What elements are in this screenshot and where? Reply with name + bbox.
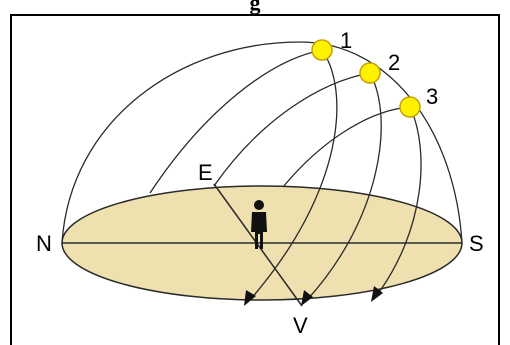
sun-path-2-rise (213, 72, 371, 187)
sun-path-3-rise (282, 106, 411, 188)
arrowhead-icon (371, 286, 383, 302)
page-title: g (249, 0, 261, 15)
sun-path-1-set (249, 49, 338, 301)
north-label: N (36, 231, 52, 256)
sun-label-2: 2 (388, 50, 400, 75)
arrowhead-icon (244, 290, 256, 306)
sun-label-1: 1 (340, 28, 352, 53)
diagram-frame (10, 14, 500, 345)
sun-icon (311, 39, 333, 61)
sky-dome (61, 41, 463, 244)
sun-path-2-set (306, 72, 382, 301)
sun-label-3: 3 (426, 84, 438, 109)
south-label: S (469, 231, 484, 256)
sun-path-3-set (376, 106, 422, 296)
sun-icon (399, 96, 421, 118)
east-label: E (198, 160, 213, 185)
west-label: V (293, 313, 308, 338)
arrowhead-icon (301, 290, 313, 306)
person-icon (251, 200, 267, 249)
sun-path-1-rise (149, 49, 323, 194)
sun-icon (359, 62, 381, 84)
